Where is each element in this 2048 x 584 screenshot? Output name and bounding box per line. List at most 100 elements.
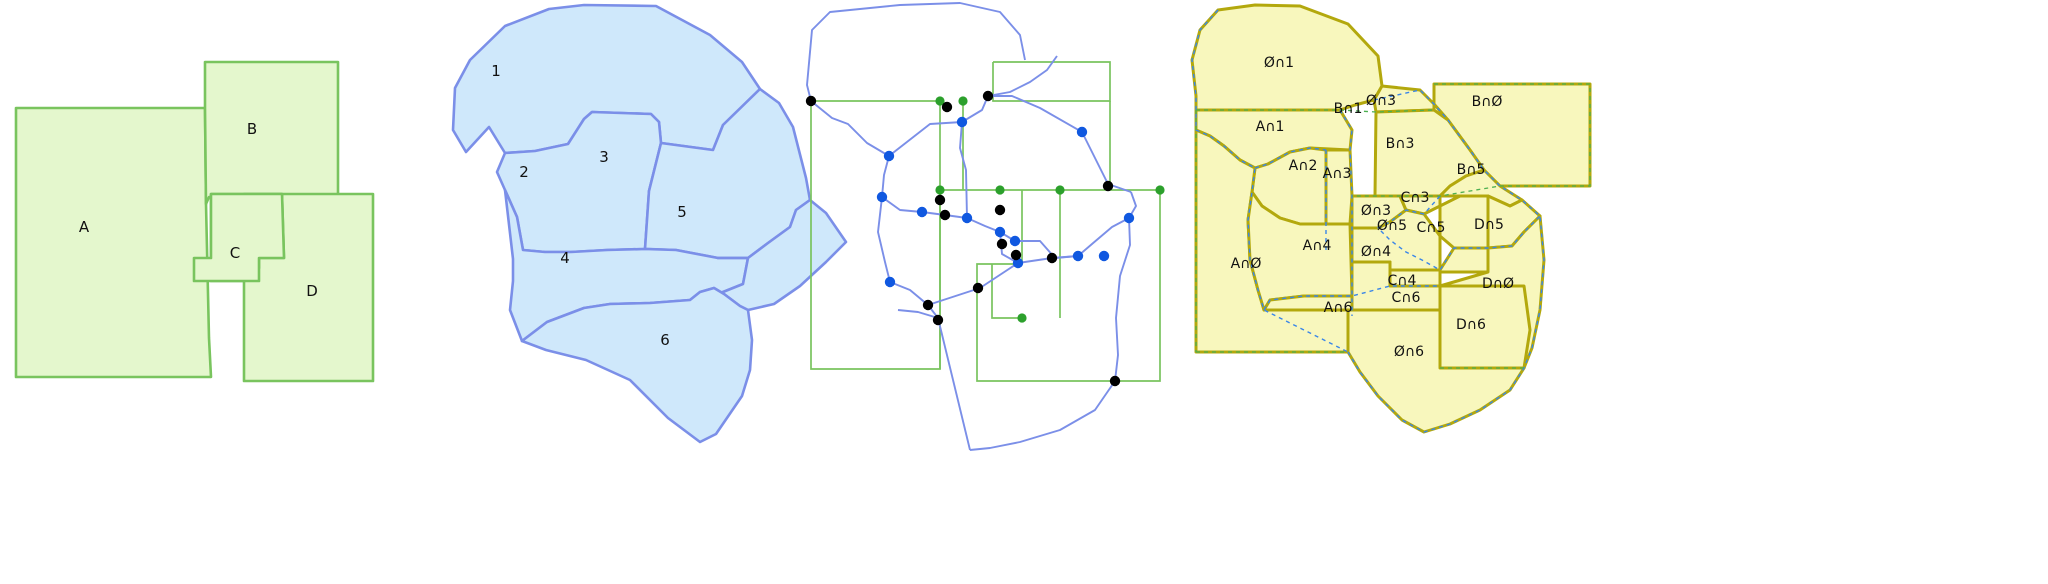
green-outline-7 xyxy=(1115,190,1161,382)
network-blue-edges xyxy=(806,2,1137,451)
dash-2 xyxy=(1339,109,1353,316)
region-C-outline xyxy=(192,192,286,283)
region-label-4: 4 xyxy=(560,249,570,267)
label-Cn4: C∩4 xyxy=(1388,273,1417,289)
label-An2: A∩2 xyxy=(1289,158,1318,174)
edge-b xyxy=(888,121,963,157)
blue-node[interactable] xyxy=(1072,250,1084,262)
green-node[interactable] xyxy=(1017,313,1027,323)
black-node[interactable] xyxy=(1046,252,1058,264)
region-B[interactable] xyxy=(203,60,340,206)
dash-5 xyxy=(1254,147,1327,169)
intersection-regions-panel: Ø∩1 B∩1 Ø∩3 B∩Ø A∩1 B∩3 A∩2 A∩3 B∩5 C∩3 … xyxy=(1180,0,2048,584)
dash-1 xyxy=(1191,9,1349,353)
blue-regions-panel: 1 2 3 4 5 6 xyxy=(400,0,848,584)
label-Bn5: B∩5 xyxy=(1457,162,1486,178)
label-An1: A∩1 xyxy=(1256,119,1285,135)
edge-m xyxy=(988,95,1083,133)
blue-node[interactable] xyxy=(1123,212,1135,224)
black-node[interactable] xyxy=(972,282,984,294)
black-node[interactable] xyxy=(1109,375,1121,387)
edge-i xyxy=(1015,240,1079,259)
black-node[interactable] xyxy=(941,101,953,113)
black-node[interactable] xyxy=(805,95,817,107)
blue-region-labels: 1 2 3 4 5 6 xyxy=(491,62,687,349)
label-Cn5: C∩5 xyxy=(1417,220,1446,236)
green-node[interactable] xyxy=(1155,185,1165,195)
blue-node[interactable] xyxy=(1009,235,1021,247)
dash-6 xyxy=(1376,195,1541,271)
edge-f xyxy=(881,196,923,213)
network-overlay-panel xyxy=(780,0,1190,584)
edge-d xyxy=(987,55,1058,97)
blue-node[interactable] xyxy=(916,206,928,218)
blue-node[interactable] xyxy=(1098,250,1110,262)
black-node[interactable] xyxy=(994,204,1006,216)
yellow-regions xyxy=(1190,3,1592,434)
region-label-A: A xyxy=(79,218,90,236)
edge-j xyxy=(1077,217,1130,257)
label-AnO: A∩Ø xyxy=(1231,256,1262,272)
blue-node[interactable] xyxy=(1076,126,1088,138)
green-region-labels: A B C D xyxy=(79,120,318,300)
yellow-dashed-boundaries xyxy=(1191,9,1545,433)
black-node[interactable] xyxy=(932,314,944,326)
blue-node[interactable] xyxy=(994,226,1006,238)
black-node[interactable] xyxy=(982,90,994,102)
label-On4: Ø∩4 xyxy=(1361,244,1391,260)
blue-polygons xyxy=(451,3,848,444)
edge-r xyxy=(927,262,1019,306)
label-An3: A∩3 xyxy=(1323,166,1352,182)
green-node[interactable] xyxy=(958,96,968,106)
label-On1: Ø∩1 xyxy=(1264,55,1294,71)
region-label-5: 5 xyxy=(677,203,687,221)
region-6[interactable] xyxy=(520,286,754,444)
intersection-regions-svg: Ø∩1 B∩1 Ø∩3 B∩Ø A∩1 B∩3 A∩2 A∩3 B∩5 C∩3 … xyxy=(1190,3,1592,434)
region-A[interactable] xyxy=(14,106,213,379)
black-node[interactable] xyxy=(1102,180,1114,192)
edge-o xyxy=(877,196,891,283)
region-label-B: B xyxy=(247,120,257,138)
green-node[interactable] xyxy=(935,185,945,195)
label-An4: A∩4 xyxy=(1303,238,1332,254)
network-overlay-svg xyxy=(805,2,1165,451)
blue-node[interactable] xyxy=(884,276,896,288)
yellow-green-boundaries xyxy=(1195,83,1591,369)
blue-node[interactable] xyxy=(876,191,888,203)
black-node[interactable] xyxy=(1010,249,1022,261)
black-node[interactable] xyxy=(939,209,951,221)
network-black-nodes xyxy=(805,90,1121,387)
edge-a xyxy=(810,100,890,157)
region-label-D: D xyxy=(306,282,318,300)
region-label-6: 6 xyxy=(660,331,670,349)
network-blue-nodes xyxy=(876,116,1135,288)
label-On6: Ø∩6 xyxy=(1394,344,1424,360)
intersection-region-labels: Ø∩1 B∩1 Ø∩3 B∩Ø A∩1 B∩3 A∩2 A∩3 B∩5 C∩3 … xyxy=(1231,55,1514,360)
green-dash-2 xyxy=(1352,83,1591,197)
dash-7 xyxy=(1263,285,1440,311)
blue-node[interactable] xyxy=(883,150,895,162)
green-dash-1 xyxy=(1196,109,1435,113)
black-node[interactable] xyxy=(934,194,946,206)
blue-node[interactable] xyxy=(961,212,973,224)
region-On1[interactable] xyxy=(1190,3,1384,112)
green-outline-10 xyxy=(991,264,1022,319)
label-DnO: D∩Ø xyxy=(1482,276,1514,292)
edge-p xyxy=(889,281,929,306)
region-label-1: 1 xyxy=(491,62,501,80)
edge-w xyxy=(937,317,971,451)
blue-node[interactable] xyxy=(1012,257,1024,269)
label-An6: A∩6 xyxy=(1324,300,1353,316)
region-label-3: 3 xyxy=(599,148,609,166)
green-node[interactable] xyxy=(1055,185,1065,195)
region-An3[interactable] xyxy=(1324,148,1354,226)
network-green-outlines xyxy=(810,61,1161,382)
blue-node[interactable] xyxy=(956,116,968,128)
black-node[interactable] xyxy=(996,238,1008,250)
black-node[interactable] xyxy=(922,299,934,311)
edge-v xyxy=(969,380,1116,451)
green-node[interactable] xyxy=(935,96,945,106)
green-node[interactable] xyxy=(995,185,1005,195)
green-outline-8 xyxy=(976,263,1115,382)
